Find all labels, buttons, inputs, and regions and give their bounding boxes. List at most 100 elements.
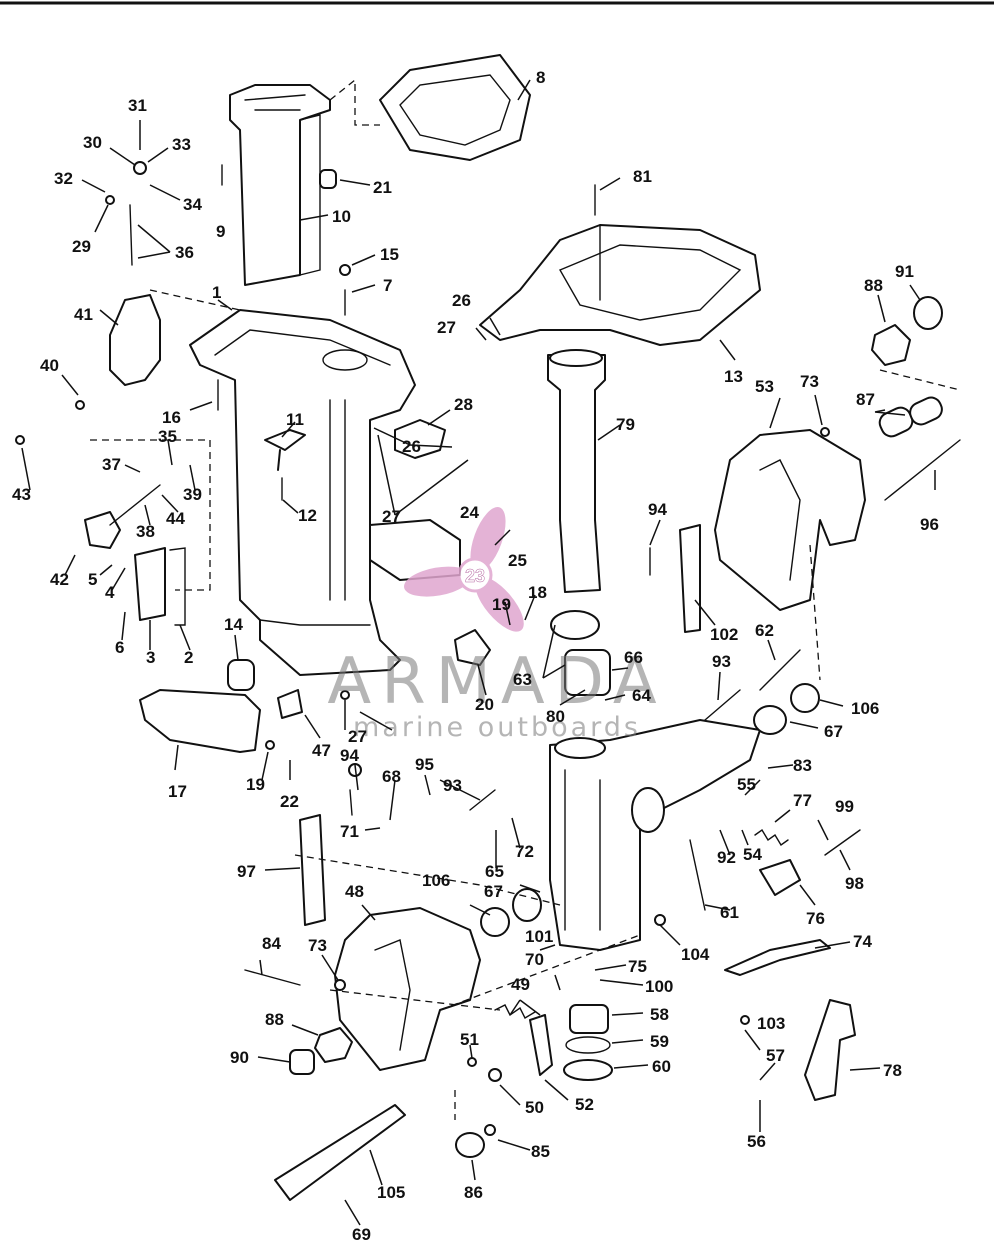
callout-90: 90 [230, 1048, 249, 1067]
callout-14: 14 [224, 615, 243, 634]
callout-88a: 88 [864, 276, 883, 295]
callout-95: 95 [415, 755, 434, 774]
callout-52: 52 [575, 1095, 594, 1114]
clamp-48 [334, 907, 481, 1071]
callout-106a: 106 [851, 699, 879, 718]
nut-88-lower [314, 1027, 353, 1063]
callout-84: 84 [262, 934, 281, 953]
callout-11: 11 [286, 410, 304, 429]
washer-86 [455, 1132, 485, 1158]
callout-93b: 93 [443, 776, 462, 795]
callout-60: 60 [652, 1057, 671, 1076]
callout-16: 16 [162, 408, 181, 427]
callout-94a: 94 [648, 500, 667, 519]
callout-42: 42 [50, 570, 69, 589]
callout-41: 41 [74, 305, 93, 324]
lever-74 [724, 939, 831, 976]
adapter-13 [479, 224, 761, 346]
callout-44: 44 [166, 509, 185, 528]
washer-106-lower [480, 907, 510, 937]
callout-10: 10 [332, 207, 351, 226]
bushing-66 [564, 649, 611, 696]
exhaust-housing-1 [189, 309, 416, 676]
callout-15: 15 [380, 245, 399, 264]
callout-17: 17 [168, 782, 187, 801]
callout-75: 75 [628, 957, 647, 976]
callout-81: 81 [633, 167, 652, 186]
callout-103: 103 [757, 1014, 785, 1033]
o-ring-59 [565, 1036, 611, 1054]
callout-61: 61 [720, 903, 739, 922]
callout-27c: 27 [348, 727, 367, 746]
callout-36: 36 [175, 243, 194, 262]
callout-2: 2 [184, 648, 193, 667]
callout-7: 7 [383, 276, 392, 295]
callout-83: 83 [793, 756, 812, 775]
callout-26b: 26 [402, 437, 421, 456]
callout-29: 29 [72, 237, 91, 256]
lever-102 [679, 524, 701, 633]
exhaust-tube-10 [229, 84, 331, 286]
callout-35: 35 [158, 427, 177, 446]
callout-20: 20 [475, 695, 494, 714]
spring-49 [494, 1004, 536, 1019]
tube-79 [547, 354, 606, 593]
callout-32: 32 [54, 169, 73, 188]
bushing-47 [277, 689, 303, 719]
callout-94b: 94 [340, 746, 359, 765]
callout-72: 72 [515, 842, 534, 861]
grommet-14 [227, 659, 255, 691]
callout-98: 98 [845, 874, 864, 893]
callout-12: 12 [298, 506, 317, 525]
callout-3: 3 [146, 648, 155, 667]
watermark-brand: ARMADA [327, 645, 666, 719]
callout-4: 4 [105, 583, 115, 602]
callout-53: 53 [755, 377, 774, 396]
callout-33: 33 [172, 135, 191, 154]
callout-55: 55 [737, 775, 756, 794]
callout-6: 6 [115, 638, 124, 657]
propeller-logo-icon [404, 506, 524, 632]
bushing-67-upper [753, 705, 787, 735]
washer-60 [563, 1059, 613, 1081]
callout-102: 102 [710, 625, 738, 644]
bracket-11 [264, 429, 306, 471]
callout-66: 66 [624, 648, 643, 667]
callout-labels: 1 2 3 4 5 6 7 8 9 10 11 12 13 14 15 16 1… [12, 68, 939, 1241]
callout-91: 91 [895, 262, 914, 281]
callout-67a: 67 [824, 722, 843, 741]
callout-57: 57 [766, 1046, 785, 1065]
callout-77: 77 [793, 791, 812, 810]
callout-99: 99 [835, 797, 854, 816]
watermark: 23 ARMADA marine outboards [327, 506, 666, 743]
bushing-67-lower [512, 888, 542, 922]
callout-85: 85 [531, 1142, 550, 1161]
callout-19a: 19 [492, 595, 511, 614]
washer-106-upper [790, 683, 820, 713]
callout-105: 105 [377, 1183, 405, 1202]
callout-47: 47 [312, 741, 331, 760]
callout-28: 28 [454, 395, 473, 414]
callout-69: 69 [352, 1225, 371, 1241]
cap-21 [319, 169, 337, 189]
callout-59: 59 [650, 1032, 669, 1051]
callout-58: 58 [650, 1005, 669, 1024]
callout-37: 37 [102, 455, 121, 474]
mount-38 [84, 511, 121, 549]
callout-30: 30 [83, 133, 102, 152]
callout-65: 65 [485, 862, 504, 881]
mount-28 [394, 419, 446, 459]
callout-40: 40 [40, 356, 59, 375]
callout-86: 86 [464, 1183, 483, 1202]
leader-lines [21, 79, 936, 1226]
callout-92: 92 [717, 848, 736, 867]
callout-74: 74 [853, 932, 872, 951]
callout-54: 54 [743, 845, 762, 864]
callout-43: 43 [12, 485, 31, 504]
lever-97 [299, 814, 326, 926]
callout-64: 64 [632, 686, 651, 705]
callout-25: 25 [508, 551, 527, 570]
link-20 [454, 629, 491, 666]
nut-88-upper [871, 324, 911, 366]
